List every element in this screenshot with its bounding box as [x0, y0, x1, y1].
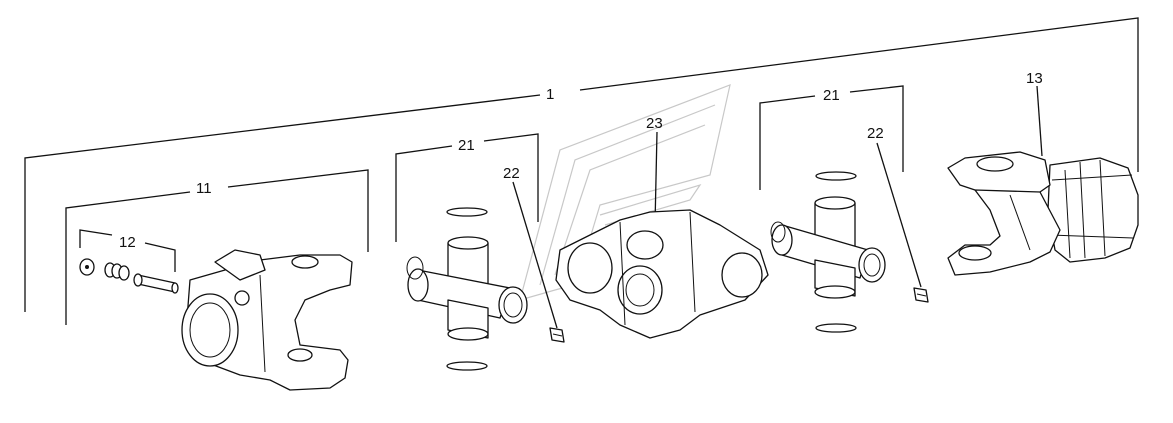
label-22-right: 22 [867, 125, 884, 142]
grease-fitting-22-left [549, 327, 565, 343]
label-11: 11 [196, 180, 212, 197]
center-housing-23 [555, 209, 769, 339]
label-12: 12 [119, 234, 136, 251]
bracket-21-left [395, 133, 539, 242]
label-1: 1 [546, 86, 554, 103]
bracket-11 [65, 169, 369, 325]
yoke-with-guard-13 [947, 151, 1139, 276]
leader-22-left [512, 181, 558, 329]
bracket-assembly-1 [24, 17, 1139, 312]
cross-joint-21-left [406, 207, 528, 371]
label-13: 13 [1026, 70, 1043, 87]
leader-22-right [876, 142, 922, 288]
label-21-left: 21 [458, 137, 475, 154]
small-parts-12 [79, 258, 179, 294]
label-23: 23 [646, 115, 663, 132]
grease-fitting-22-right [913, 287, 929, 303]
splined-yoke-11 [181, 249, 353, 391]
bracket-12 [79, 229, 176, 272]
leader-13 [1036, 85, 1043, 157]
leader-23 [654, 131, 658, 226]
label-22-left: 22 [503, 165, 520, 182]
label-21-right: 21 [823, 87, 840, 104]
bracket-21-right [759, 85, 904, 190]
cross-joint-21-right [770, 171, 886, 333]
